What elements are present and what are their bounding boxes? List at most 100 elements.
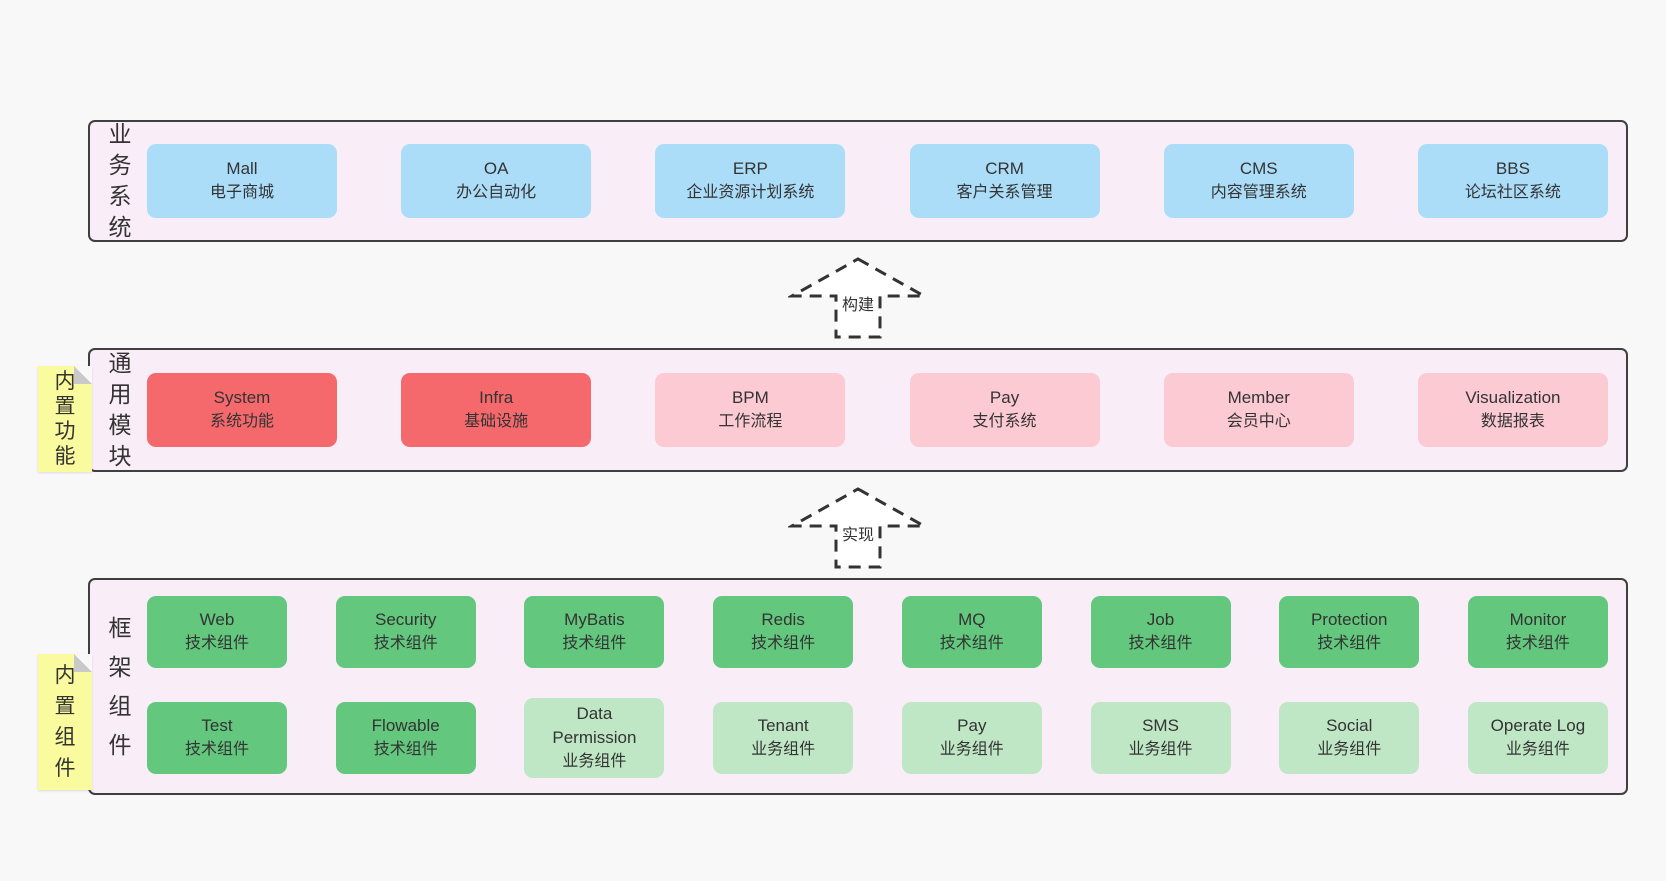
module-box: Data Permission 业务组件	[524, 697, 665, 778]
box-title: ERP	[732, 159, 768, 178]
section-label-text: 框架组件	[108, 614, 132, 758]
box-subtitle: 企业资源计划系统	[686, 184, 815, 201]
module-box: BPM 工作流程	[655, 373, 846, 447]
box-title: Security	[374, 609, 437, 629]
box-title: CMS	[1239, 159, 1278, 178]
module-box: Protection 技术组件	[1279, 595, 1420, 668]
section-side-label: 业务系统	[102, 121, 138, 240]
box-title: Pay	[989, 388, 1020, 407]
module-box: Pay 支付系统	[909, 373, 1100, 447]
box-subtitle: 业务组件	[1317, 740, 1382, 758]
module-box: Member 会员中心	[1163, 373, 1354, 447]
sticky-note-text: 内置组件	[54, 664, 76, 780]
module-box: Mall 电子商城	[147, 144, 337, 218]
box-title: Operate Log	[1490, 715, 1586, 735]
box-subtitle: 业务组件	[939, 740, 1004, 758]
module-box: MyBatis 技术组件	[524, 595, 665, 668]
box-subtitle: 技术组件	[939, 634, 1004, 652]
box-title: Social	[1326, 715, 1373, 735]
module-box: Infra 基础设施	[401, 373, 592, 447]
box-title: MQ	[958, 609, 986, 629]
box-title: Member	[1227, 388, 1290, 407]
box-subtitle: 系统功能	[209, 413, 274, 430]
module-box: Social 业务组件	[1279, 701, 1420, 774]
build-arrow-label: 构建	[838, 291, 878, 315]
module-box: Operate Log 业务组件	[1467, 701, 1608, 774]
box-subtitle: 电子商城	[209, 184, 274, 201]
implement-arrow-label: 实现	[838, 521, 878, 545]
module-box: Web 技术组件	[147, 595, 287, 668]
box-title: Test	[201, 715, 233, 735]
box-title: Mall	[226, 159, 258, 178]
module-box: MQ 技术组件	[901, 595, 1042, 668]
sticky-note-builtin-components: 内置组件	[38, 654, 92, 790]
common-modules-panel: 通用模块 System 系统功能 Infra 基础设施 BPM 工作流程 Pay 支付系统 Me…	[88, 348, 1628, 472]
box-title: Visualization	[1465, 388, 1561, 407]
module-box: CMS 内容管理系统	[1163, 144, 1354, 218]
box-title: CRM	[985, 159, 1024, 178]
box-subtitle: 技术组件	[562, 634, 627, 652]
box-title: SMS	[1142, 715, 1179, 735]
module-box: ERP 企业资源计划系统	[655, 144, 846, 218]
module-box: Test 技术组件	[147, 701, 287, 774]
module-box: Security 技术组件	[335, 595, 476, 668]
module-box: System 系统功能	[147, 373, 337, 447]
module-box: OA 办公自动化	[401, 144, 592, 218]
box-subtitle: 技术组件	[184, 740, 249, 758]
box-subtitle: 业务组件	[1128, 740, 1193, 758]
box-subtitle: 会员中心	[1226, 413, 1291, 430]
section-label-text: 通用模块	[108, 350, 132, 469]
box-subtitle: 技术组件	[1505, 634, 1570, 652]
section-side-label: 框架组件	[102, 580, 138, 793]
common-modules-box-row: System 系统功能 Infra 基础设施 BPM 工作流程 Pay 支付系统 Member 会…	[147, 350, 1608, 470]
box-title: Flowable	[371, 715, 440, 735]
box-title: MyBatis	[564, 609, 625, 629]
box-subtitle: 技术组件	[373, 634, 438, 652]
module-box: Redis 技术组件	[713, 595, 854, 668]
box-subtitle: 支付系统	[972, 413, 1037, 430]
build-arrow: 构建	[788, 255, 928, 341]
box-title: Infra	[479, 388, 514, 407]
box-title: Redis	[761, 609, 805, 629]
box-title: Tenant	[757, 715, 809, 735]
box-title: Web	[199, 609, 235, 629]
box-subtitle: 论坛社区系统	[1464, 184, 1561, 201]
box-title: System	[213, 388, 271, 407]
box-subtitle: 基础设施	[464, 413, 529, 430]
box-subtitle: 业务组件	[1505, 740, 1570, 758]
section-side-label: 通用模块	[102, 350, 138, 470]
box-title: Pay	[957, 715, 987, 735]
box-subtitle: 工作流程	[718, 413, 783, 430]
box-title: BBS	[1495, 159, 1530, 178]
module-box: SMS 业务组件	[1090, 701, 1231, 774]
box-title: OA	[483, 159, 509, 178]
business-systems-box-row: Mall 电子商城 OA 办公自动化 ERP 企业资源计划系统 CRM 客户关系管理 CMS 内容…	[147, 122, 1608, 240]
box-subtitle: 内容管理系统	[1210, 184, 1307, 201]
box-subtitle: 办公自动化	[456, 184, 537, 201]
module-box: Visualization 数据报表	[1417, 373, 1608, 447]
section-label-text: 业务系统	[108, 121, 132, 240]
box-subtitle: 业务组件	[562, 752, 627, 770]
box-title: Job	[1146, 609, 1175, 629]
business-systems-panel: 业务系统 Mall 电子商城 OA 办公自动化 ERP 企业资源计划系统 CRM 客户关系管理…	[88, 120, 1628, 242]
box-subtitle: 客户关系管理	[956, 184, 1053, 201]
box-title: BPM	[731, 388, 769, 407]
implement-arrow: 实现	[788, 485, 928, 571]
module-box: Monitor 技术组件	[1467, 595, 1608, 668]
box-title: Monitor	[1509, 609, 1567, 629]
box-subtitle: 技术组件	[751, 634, 816, 652]
box-subtitle: 数据报表	[1480, 413, 1545, 430]
box-subtitle: 技术组件	[1317, 634, 1382, 652]
module-box: Pay 业务组件	[901, 701, 1042, 774]
biz-components-row: Test 技术组件 Flowable 技术组件 Data Permission 业务组件 T…	[147, 697, 1608, 778]
box-title: Data Permission	[552, 703, 637, 747]
box-subtitle: 技术组件	[373, 740, 438, 758]
box-title: Protection	[1310, 609, 1388, 629]
box-subtitle: 技术组件	[184, 634, 249, 652]
